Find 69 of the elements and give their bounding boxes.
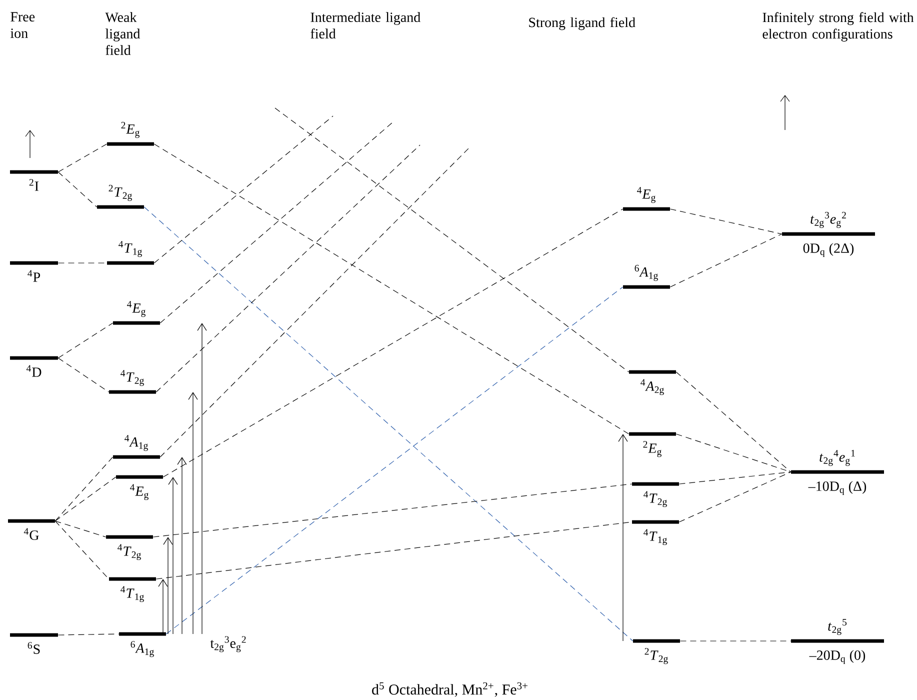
term-label: $^{4}$E$_{g}$ [637,186,656,203]
term-label: $^{4}$T$_{1g}$ [120,586,144,602]
term-label: t$_{2g}$5 [828,618,847,635]
term-label: $^{6}$A$_{1g}$ [634,264,658,281]
correlation-line [58,634,120,636]
column-heading: Free ion [10,12,35,38]
energy-label: –10D$_{q}$ (Δ) [808,481,866,496]
correlation-line [54,456,114,522]
correlation-line [678,472,792,522]
correlation-line [154,144,630,434]
correlation-line [678,472,792,484]
term-label: $^{4}$T$_{1g}$ [118,240,142,257]
correlation-line [160,146,470,458]
term-label: $^{6}$A$_{1g}$ [130,641,154,658]
transition-arrow [618,434,628,642]
correlation-line [156,144,420,392]
term-label: t$_{2g}$$^{3}$e$_{g}$2 [810,212,846,228]
correlation-line [676,434,792,472]
correlation-line [58,322,114,358]
caption: d$^{5}$ Octahedral, Mn$^{2+}$, Fe$^{3+}$ [372,682,528,697]
correlation-line [680,640,792,642]
term-label: t$_{2g}$$^{4}$e$_{g}$1 [820,450,855,466]
energy-label: –20D$_{q}$ (0) [809,650,866,664]
column-heading: Weak ligand field [105,12,140,56]
transition-arrow [177,457,187,634]
column-heading: Infinitely strong field with electron configurations [762,12,914,42]
correlation-line [58,358,110,392]
correlation-line [154,116,334,264]
correlation-line [274,108,630,372]
term-label: $^{4}$A$_{2g}$ [640,379,664,396]
term-label: $^{4}$A$_{1g}$ [124,434,148,451]
transition-arrow [158,578,168,634]
term-label: $^{6}$S [28,642,40,654]
transition-arrow [168,477,178,634]
transition-arrow [197,323,207,634]
correlation-line [58,144,108,172]
transition-arrow [188,392,198,634]
correlation-line [144,206,634,642]
correlation-line [156,522,632,580]
term-label: $^{2}$E$_{g}$ [643,441,662,458]
column-heading: Strong ligand field [529,17,636,30]
term-label: $^{2}$T$_{2g}$ [108,184,132,201]
term-label: $^{2}$T$_{2g}$ [644,648,668,664]
correlation-line [162,208,624,478]
term-label: $^{2}$E$_{g}$ [121,122,140,138]
term-label: $^{4}$T$_{2g}$ [118,544,141,560]
energy-label: 0D$_{q}$ (2Δ) [803,243,854,258]
configuration-label: t$_{2g}$$^{3}$e$_{g}$2 [210,636,246,652]
term-label: $^{4}$T$_{2g}$ [120,370,144,386]
column-heading: Intermediate ligand field [310,12,420,39]
correlation-line [152,484,632,538]
transition-arrow [163,536,173,634]
term-label: $^{4}$P [28,270,40,282]
correlation-line [676,372,792,472]
correlation-line [54,476,116,522]
correlation-line [54,520,106,538]
correlation-line [670,234,782,288]
term-label: $^{2}$I [29,179,39,191]
term-label: $^{4}$T$_{2g}$ [644,491,667,508]
correlation-line [58,172,98,208]
term-label: $^{4}$D [26,365,42,377]
correlation-line [54,520,110,580]
correlation-line [160,122,394,324]
term-label: $^{4}$T$_{1g}$ [644,529,667,546]
correlation-line [670,208,782,234]
correlation-line [166,286,624,634]
term-label: $^{4}$E$_{g}$ [130,484,148,500]
term-label: $^{4}$G [24,528,39,540]
term-label: $^{4}$E$_{g}$ [127,300,146,317]
